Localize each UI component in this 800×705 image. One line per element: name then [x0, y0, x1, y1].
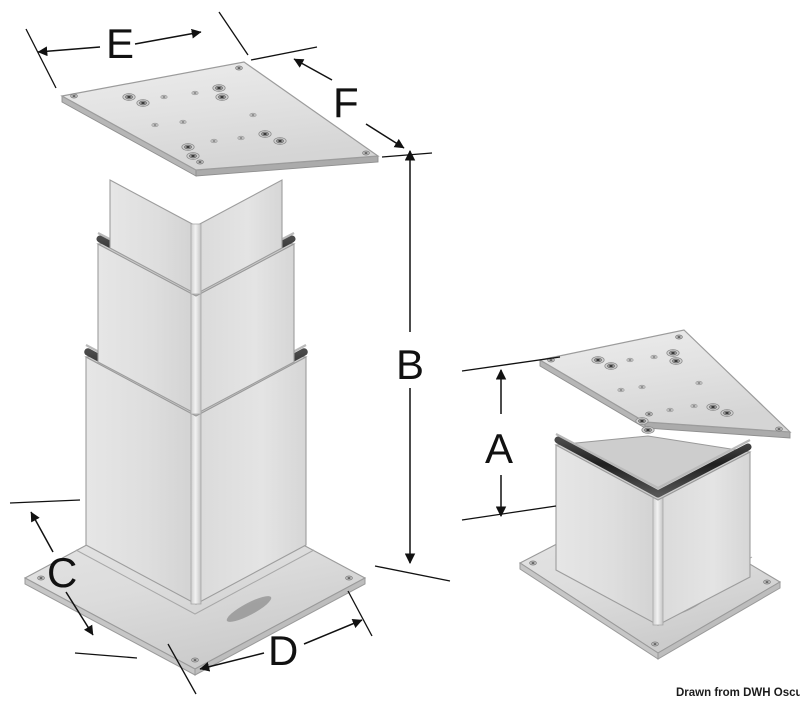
top-plate-retracted: [538, 329, 792, 439]
retracted-mounting-hole-11: [617, 387, 625, 393]
mounting-hole-8: [186, 152, 200, 160]
column-retracted-gasket-highlight: [555, 433, 751, 490]
dimension-F-extension-top: [250, 46, 318, 61]
retracted-mounting-hole-7: [635, 417, 649, 425]
top-plate-retracted-face: [538, 329, 792, 433]
retracted-mounting-hole-1: [591, 356, 605, 364]
mounting-hole-5: [258, 130, 272, 138]
dimension-E-label: E: [106, 20, 134, 67]
retracted-mounting-hole-15: [690, 403, 698, 409]
dimension-C-extension-bottom: [74, 652, 138, 659]
mounting-hole-10: [191, 90, 199, 96]
attribution-text: Drawn from DWH Osculati Srl: [676, 687, 800, 699]
dimension-D-label: D: [268, 627, 298, 674]
base-plate-screw-front: [191, 657, 199, 663]
top-plate-screw-right: [362, 150, 370, 156]
retracted-mounting-hole-14: [666, 407, 674, 413]
mounting-hole-1: [122, 93, 136, 101]
retracted-mounting-hole-10: [650, 354, 658, 360]
base-plate-retracted-screw-left: [529, 560, 537, 566]
top-plate-retracted-screw-front: [645, 411, 653, 417]
mounting-hole-12: [179, 119, 187, 125]
retracted-mounting-hole-5: [706, 403, 720, 411]
dimension-E-extension-right: [218, 11, 249, 56]
dimension-F: F: [250, 46, 433, 158]
figure-extended-pedestal: E F B C: [9, 11, 451, 695]
dimension-F-arrow-bottom: [365, 123, 405, 149]
top-plate-face: [60, 61, 380, 171]
base-plate-cable-slot: [226, 596, 272, 622]
top-plate-screw-back: [235, 65, 243, 71]
retracted-mounting-hole-3: [666, 349, 680, 357]
mounting-hole-14: [210, 138, 218, 144]
mounting-hole-9: [160, 94, 168, 100]
dimension-B-extension-bottom: [374, 565, 451, 582]
top-plate-extended: [60, 61, 380, 177]
stage-3-corner-edge: [190, 223, 202, 295]
top-plate-screw-front: [196, 159, 204, 165]
dimension-E-extension-left: [25, 28, 57, 89]
top-plate-retracted-screw-right: [775, 426, 783, 432]
column-stage-3: [109, 179, 283, 295]
mounting-hole-6: [273, 137, 287, 145]
retracted-mounting-hole-12: [638, 384, 646, 390]
mounting-hole-13: [249, 112, 257, 118]
dimension-F-arrow-top: [293, 58, 333, 81]
mounting-hole-2: [136, 99, 150, 107]
dimension-D-arrow-left: [199, 652, 265, 672]
retracted-mounting-hole-2: [604, 362, 618, 370]
base-plate-retracted-screw-front: [651, 641, 659, 647]
mounting-hole-3: [212, 84, 226, 92]
dimension-C-arrow-down: [65, 591, 94, 636]
top-plate-retracted-screw-back: [675, 334, 683, 340]
mounting-hole-4: [215, 93, 229, 101]
retracted-mounting-hole-6: [720, 409, 734, 417]
dimension-B: B: [374, 149, 451, 582]
base-plate-retracted-edge-right: [657, 581, 781, 660]
dimension-E: E: [25, 11, 249, 89]
base-plate-screw-left: [37, 575, 45, 581]
dimension-A-extension-bottom: [461, 505, 557, 521]
retracted-mounting-hole-4: [669, 357, 683, 365]
dimension-D-extension-right: [347, 590, 373, 637]
figure-retracted-pedestal: A: [461, 329, 792, 660]
retracted-mounting-hole-13: [695, 380, 703, 386]
base-plate-retracted-screw-right: [763, 579, 771, 585]
base-plate-screw-right: [345, 575, 353, 581]
base-plate-inner-scribe: [75, 549, 315, 615]
dimension-E-arrow-left: [37, 46, 101, 57]
dimension-A-label: A: [485, 425, 513, 472]
stage-1-corner-edge: [190, 413, 202, 605]
dimension-D: D: [167, 590, 373, 695]
dimension-C-extension-top: [9, 499, 81, 504]
dimension-B-label: B: [396, 341, 424, 388]
base-plate-edge-right: [194, 577, 366, 676]
column-retracted-corner-edge: [652, 497, 664, 626]
dimension-D-arrow-right: [303, 619, 363, 645]
dimension-C: C: [9, 499, 138, 659]
column-retracted-top-rim: [554, 435, 752, 501]
dimension-E-arrow-right: [134, 28, 202, 45]
retracted-mounting-hole-8: [641, 426, 655, 434]
mounting-hole-11: [151, 122, 159, 128]
mounting-hole-7: [181, 143, 195, 151]
column-retracted: [554, 433, 752, 626]
dimension-A-extension-top: [461, 356, 561, 372]
retracted-mounting-hole-9: [626, 357, 634, 363]
mounting-hole-15: [237, 135, 245, 141]
dimension-A: A: [461, 356, 561, 521]
stage-2-corner-edge: [190, 293, 202, 415]
dimension-D-extension-left: [167, 643, 197, 695]
dimension-C-arrow-up: [30, 511, 54, 553]
dimension-F-label: F: [333, 79, 359, 126]
dimension-C-label: C: [47, 549, 77, 596]
column-retracted-gasket: [554, 436, 752, 498]
top-plate-screw-left: [70, 93, 78, 99]
